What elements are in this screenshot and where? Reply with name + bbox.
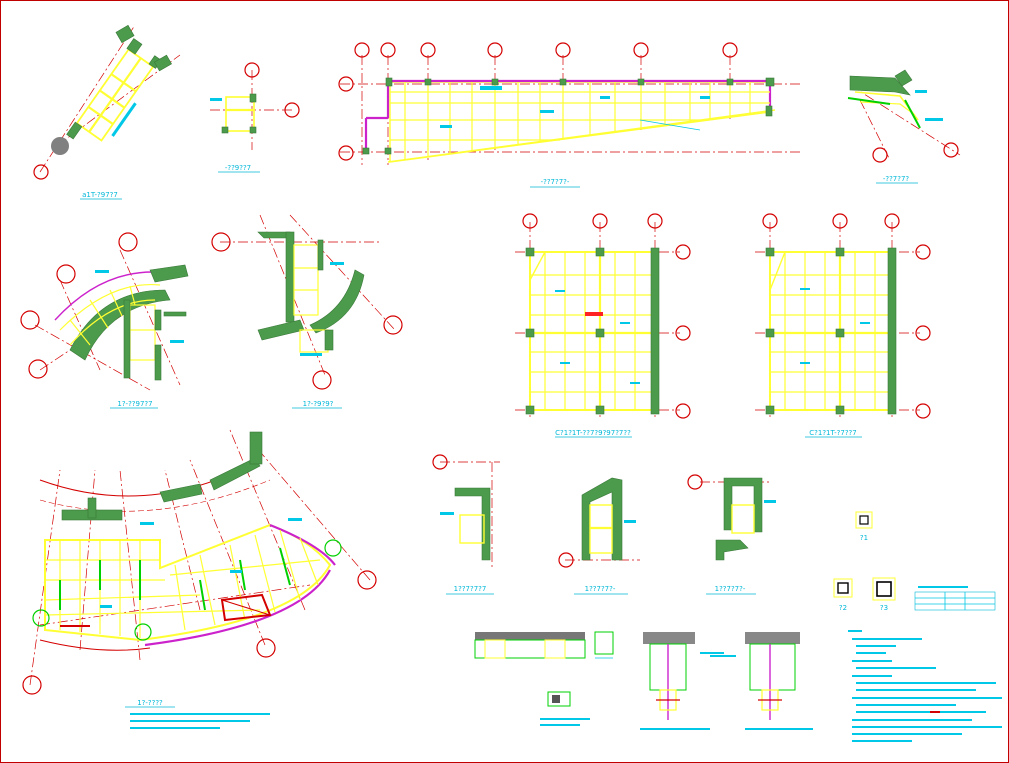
title-curved-stair: 1?-?9?9? [303,400,334,408]
title-square-b: C?1?1T-?7??7 [809,429,856,437]
title-square-a: C?1?1T-??7?9?97?7?? [555,429,631,437]
plan-small-detail-4: 1??7?7?- [687,474,776,595]
title-large-curved: 1?-???? [137,699,163,707]
title-col-1: ?1 [860,534,868,542]
plan-top-long: -??7?7?- [338,42,800,188]
plan-top-right-skew: -??7?7? [847,69,961,184]
plan-curved-left: 1?-??97?7 [20,232,189,409]
title-small-detail-2: 1??7?7?7 [454,585,487,593]
title-col-3: ?3 [880,604,888,612]
plan-small-detail-3: 1??7?7?- [558,477,640,595]
section-wall-detail-1 [640,632,724,730]
title-small-detail-4: 1??7?7?- [715,585,746,593]
plan-square-a: C?1?1T-??7?9?97?7?? [515,213,691,438]
title-small-detail-1: -??9??7 [225,164,251,172]
section-beam-detail [474,631,614,726]
title-col-2: ?2 [839,604,847,612]
column-section-icon: ?1 ?2 ?3 [833,511,896,612]
title-top-long: -??7?7?- [541,178,570,186]
plan-small-detail-1: -??9??7 [210,62,300,173]
title-small-detail-3: 1??7?7?- [585,585,616,593]
legend-table [914,586,996,611]
general-notes [848,630,1002,742]
section-wall-detail-2 [710,632,813,730]
title-top-left: a1T-?97?7 [82,191,118,199]
plan-small-detail-2: 1??7?7?7 [432,454,500,595]
plan-curved-stair: 1?-?9?9? [211,214,403,409]
title-curved-left: 1?-??97?7 [117,400,152,408]
title-top-right: -??7?7? [883,175,910,183]
plan-large-curved: 1?-???? [22,429,377,729]
plan-top-left-diagonal: a1T-?97?7 [33,24,181,200]
axis-bubble-icon [338,42,738,161]
plan-square-b: C?1?1T-?7??7 [755,213,931,438]
